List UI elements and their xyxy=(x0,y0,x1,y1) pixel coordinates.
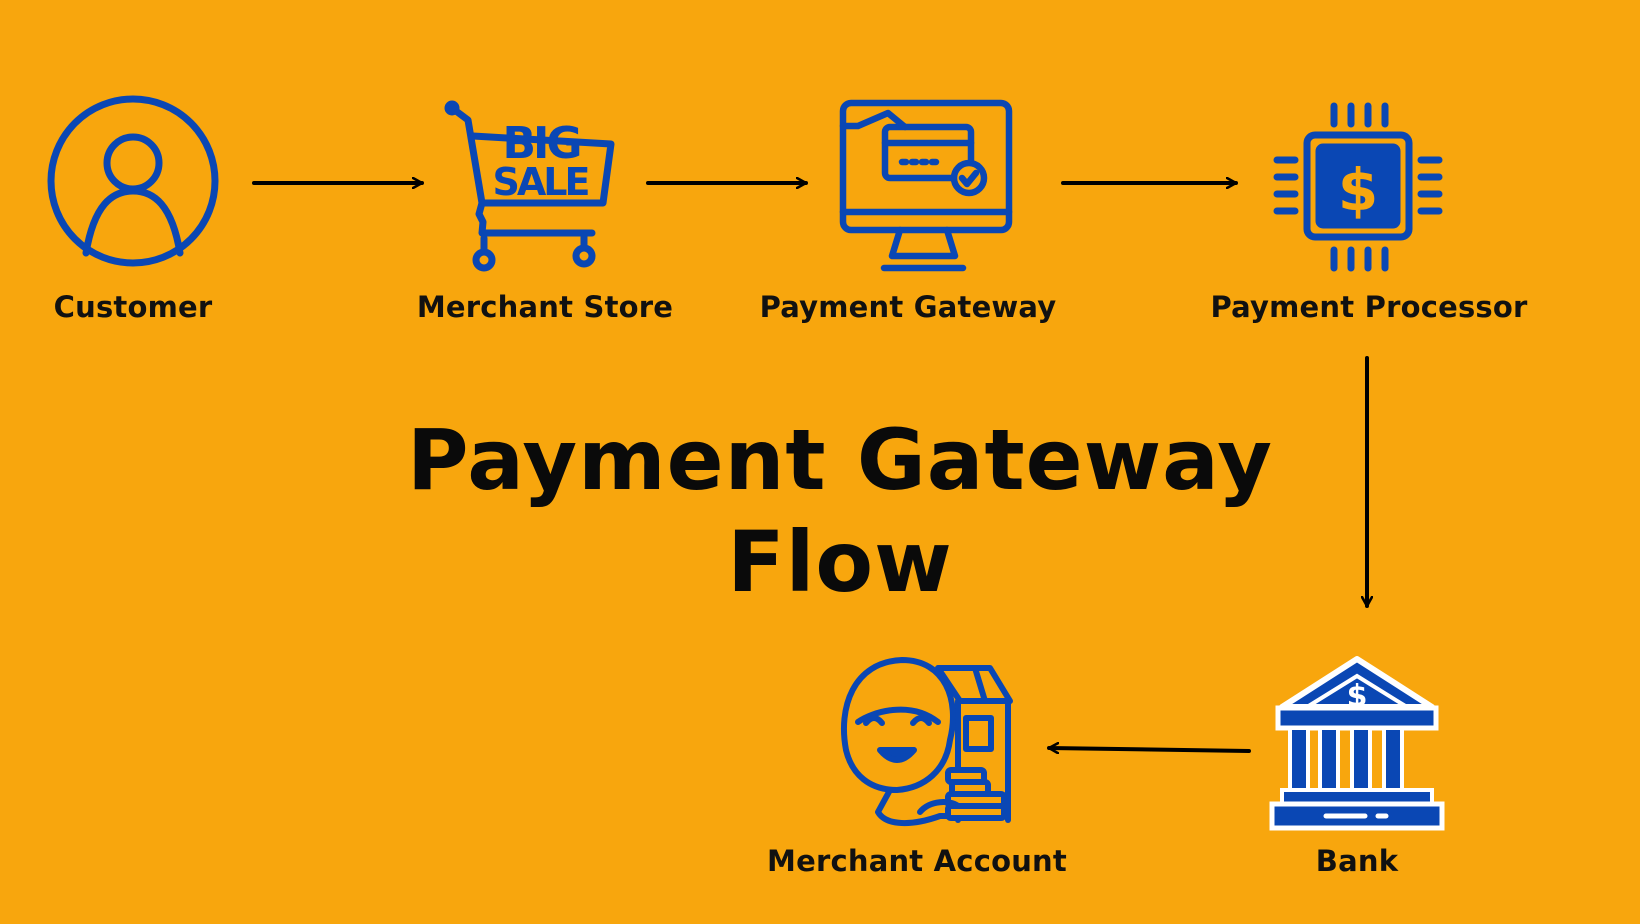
cart-sale-text: SALE xyxy=(493,160,589,204)
node-label-payment-processor: Payment Processor xyxy=(1210,290,1528,324)
cart-big-text: BIG xyxy=(502,118,579,169)
chip-dollar-text: $ xyxy=(1338,156,1378,224)
edge-bank-to-merchant-account xyxy=(1047,748,1251,751)
bank-dollar-text: $ xyxy=(1347,679,1368,714)
shopping-cart-big-sale-icon: BIG SALE xyxy=(444,100,615,272)
diagram-title-line-1: Payment Gateway xyxy=(406,411,1274,509)
node-label-bank: Bank xyxy=(1315,844,1399,878)
node-label-merchant-account: Merchant Account xyxy=(767,844,1067,878)
bank-building-icon: $ xyxy=(1269,656,1445,831)
user-circle-icon xyxy=(47,95,219,267)
node-label-payment-gateway: Payment Gateway xyxy=(759,290,1057,324)
monitor-card-check-icon xyxy=(839,99,1013,272)
chip-dollar-icon: $ xyxy=(1273,102,1443,272)
node-label-merchant-store: Merchant Store xyxy=(416,290,674,324)
diagram-title-line-2: Flow xyxy=(727,513,953,611)
node-label-customer: Customer xyxy=(53,290,213,324)
merchant-shop-icon xyxy=(840,657,1013,827)
